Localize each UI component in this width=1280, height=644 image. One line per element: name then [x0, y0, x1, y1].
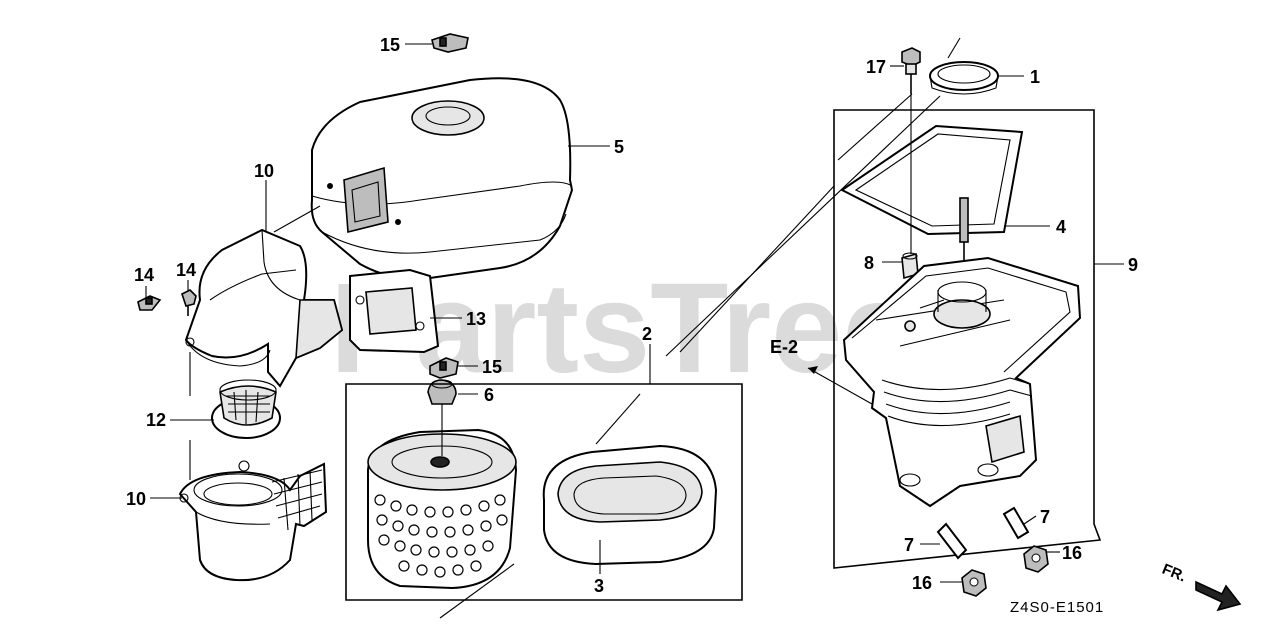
part-air-cleaner-cover — [310, 77, 574, 280]
part-clip-top — [431, 33, 469, 53]
part-nut-a — [1023, 545, 1049, 573]
reference-arrow — [808, 366, 818, 374]
callout-13: 13 — [466, 309, 486, 329]
part-intake-duct — [184, 228, 344, 388]
callout-12: 12 — [146, 410, 166, 430]
callout-14-right: 14 — [176, 260, 196, 280]
callout-8: 8 — [864, 253, 874, 273]
callout-1: 1 — [1030, 67, 1040, 87]
callout-14-left: 14 — [134, 265, 154, 285]
callout-2: 2 — [642, 324, 652, 344]
reference-label: E-2 — [770, 337, 798, 357]
callout-17: 17 — [866, 57, 886, 77]
callout-4: 4 — [1056, 217, 1066, 237]
part-pin-a — [936, 522, 968, 560]
callout-10: 10 — [126, 489, 146, 509]
callout-16-left: 16 — [912, 573, 932, 593]
group-box-9 — [833, 109, 1102, 569]
callout-3: 3 — [594, 576, 604, 596]
callout-7-left: 7 — [904, 535, 914, 555]
callout-9-label: 9 — [1128, 255, 1138, 275]
part-bolt — [901, 47, 921, 94]
leader-lines — [145, 37, 1124, 619]
part-elbow — [178, 460, 328, 582]
part-screw-a — [137, 295, 162, 311]
callout-5: 5 — [614, 137, 624, 157]
part-screen-filter — [211, 379, 281, 439]
part-frame-gasket — [840, 124, 1024, 236]
part-nut-b — [961, 569, 987, 597]
front-direction-arrow — [1195, 580, 1242, 612]
callout-7-right: 7 — [1040, 507, 1050, 527]
part-foam-element — [542, 444, 718, 566]
part-paper-element — [367, 428, 518, 590]
callout-11: 10 — [254, 161, 274, 181]
callout-16-right: 16 — [1062, 543, 1082, 563]
part-air-cleaner-case — [842, 256, 1082, 508]
group-box-2 — [345, 383, 743, 601]
part-screw-b — [181, 289, 197, 316]
direction-label: FR. — [1160, 561, 1189, 586]
callout-6: 6 — [484, 385, 494, 405]
callout-15-top: 15 — [380, 35, 400, 55]
diagram-code: Z4S0-E1501 — [1010, 599, 1104, 616]
part-gasket — [349, 268, 440, 354]
callout-15-lower: 15 — [482, 357, 502, 377]
part-pin-b — [1002, 506, 1030, 540]
part-seal-ring — [929, 61, 999, 95]
part-clip-lower — [429, 357, 459, 379]
